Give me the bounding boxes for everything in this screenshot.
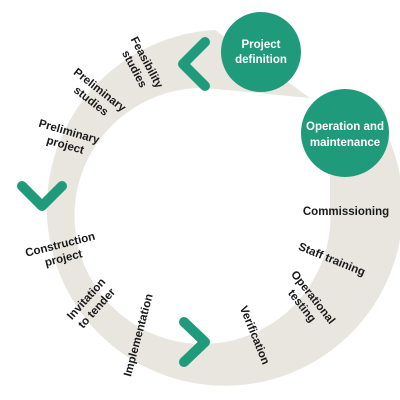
chevron-down-icon — [17, 181, 67, 211]
stage-commissioning-line1: Commissioning — [303, 206, 389, 218]
node-project-definition: Project definition — [221, 12, 301, 92]
chevron-right-icon — [179, 317, 210, 367]
node-project-definition-line1: Project — [242, 39, 281, 51]
lifecycle-ring — [46, 30, 400, 386]
stage-commissioning: Commissioning — [303, 206, 389, 218]
node-operation-maintenance-line1: Operation and — [306, 121, 384, 133]
node-operation-maintenance-line2: maintenance — [310, 137, 380, 149]
node-project-definition-line2: definition — [235, 54, 287, 66]
node-operation-maintenance: Operation and maintenance — [301, 89, 389, 177]
chevron-left-icon — [178, 37, 210, 91]
